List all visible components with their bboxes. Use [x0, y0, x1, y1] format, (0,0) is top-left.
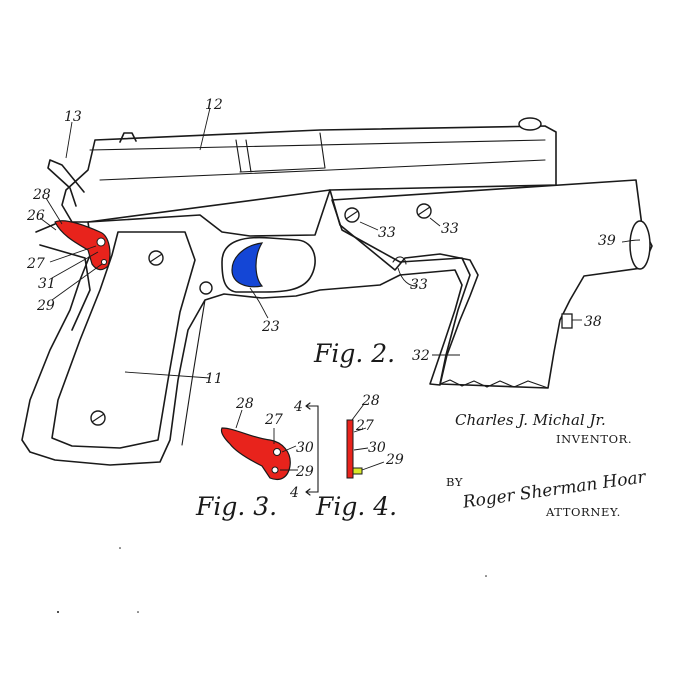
fig4-pin-yellow [352, 467, 363, 475]
by-label: BY [446, 475, 463, 489]
safety-lever-figure-3 [220, 402, 319, 496]
grip-panel [51, 231, 196, 449]
label-11: 11 [205, 371, 223, 387]
label-32: 32 [412, 348, 430, 364]
stock-butt-cap [629, 220, 651, 270]
label-13: 13 [64, 109, 82, 125]
inventor-label: INVENTOR. [556, 432, 632, 446]
stock-broken-edge [439, 379, 549, 389]
attorney-label: ATTORNEY. [545, 505, 621, 519]
frame-grip [21, 189, 479, 466]
label-38: 38 [584, 314, 602, 330]
fig3-label-30: 30 [296, 440, 314, 456]
stock-notch [392, 256, 407, 265]
label-33a: 33 [378, 225, 396, 241]
stock-latch [561, 313, 573, 329]
rear-sight [119, 132, 137, 143]
fig-2-caption: Fig. 2. [313, 339, 395, 368]
fig3-label-4-bottom: 4 [289, 485, 299, 501]
inventor-name: Charles J. Michal Jr. [455, 411, 606, 429]
safety-lever-red [54, 220, 111, 271]
hammer [47, 159, 85, 207]
fig3-lever-red [220, 427, 291, 481]
fig-4-caption: Fig. 4. [315, 492, 397, 521]
slide-serrations [235, 132, 326, 173]
label-39: 39 [598, 233, 616, 249]
fig3-label-27: 27 [264, 412, 283, 428]
slide-stop-pin [199, 281, 213, 295]
fig4-lever-section-red [346, 419, 354, 479]
fig3-label-29: 29 [295, 464, 314, 480]
fig-3-caption: Fig. 3. [195, 492, 277, 521]
label-23: 23 [261, 319, 280, 335]
section-figure-4 [346, 403, 385, 479]
fig4-label-29: 29 [385, 452, 404, 468]
front-sight [518, 117, 542, 131]
section-line-4-4 [305, 405, 319, 493]
label-12: 12 [205, 97, 223, 113]
fig3-label-28: 28 [235, 396, 254, 412]
label-29: 29 [36, 298, 55, 314]
label-27: 27 [26, 256, 45, 272]
trigger-blue [231, 242, 264, 288]
paper-specks [57, 547, 487, 613]
label-26: 26 [26, 208, 45, 224]
label-28: 28 [32, 187, 51, 203]
label-33b: 33 [441, 221, 459, 237]
fig3-label-4-top: 4 [293, 399, 303, 415]
fig4-label-30: 30 [368, 440, 386, 456]
fig4-label-28: 28 [361, 393, 380, 409]
grip-strap-line [181, 299, 206, 446]
pistol-figure-2 [21, 107, 653, 466]
label-31: 31 [38, 276, 56, 292]
label-33c: 33 [410, 277, 428, 293]
fig4-label-27: 27 [355, 418, 374, 434]
slide-lower-line [99, 159, 546, 181]
trigger-guard [221, 236, 316, 293]
slide-top-rib [89, 139, 546, 151]
